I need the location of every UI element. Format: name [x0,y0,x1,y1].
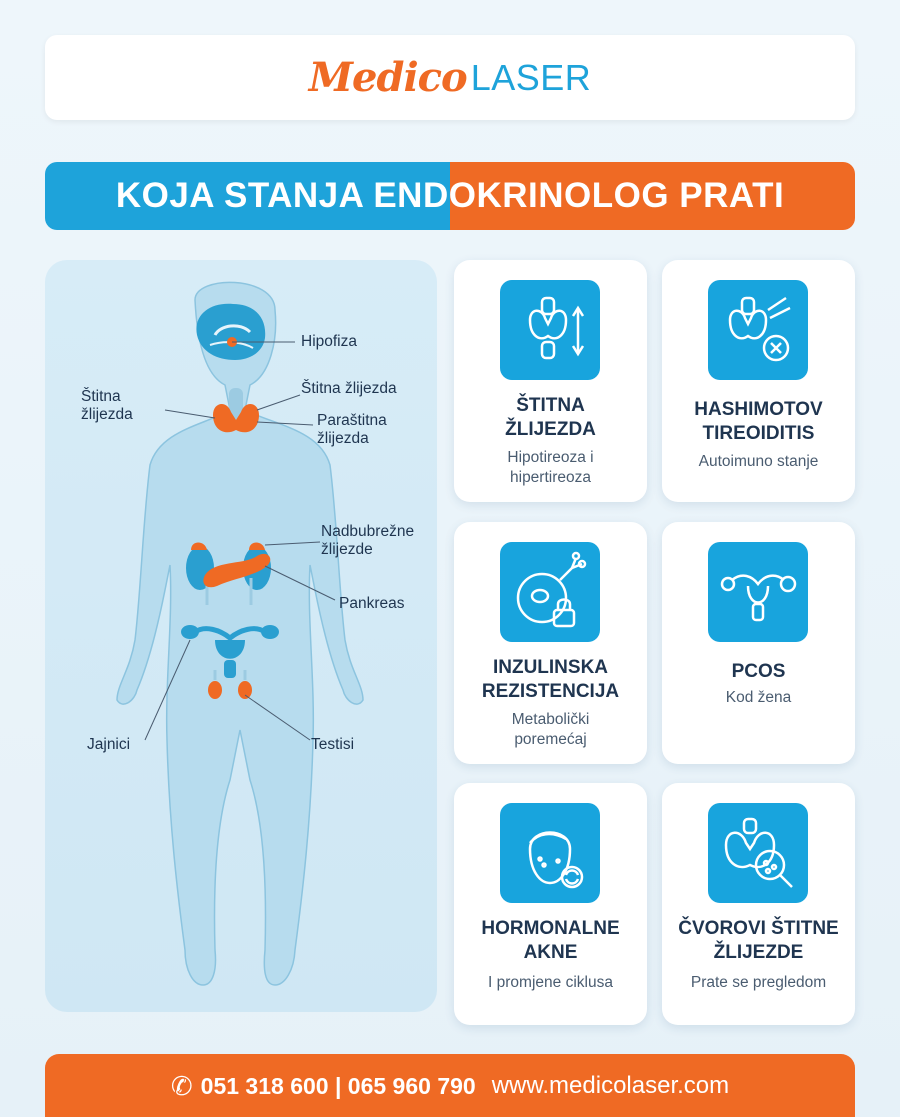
cell-lock-icon [500,542,600,642]
label-hipofiza: Hipofiza [301,333,357,350]
card-subtitle: Prate se pregledom [690,974,827,991]
label-jajnici: Jajnici [87,736,131,753]
testes-icon [208,670,252,699]
label-stitna-left: Štitna žlijezda [81,388,133,423]
card-title: HORMONALNE AKNE [481,918,620,963]
card-subtitle: Metabolički poremećaj [511,711,590,748]
label-pankreas: Pankreas [339,595,405,612]
endocrine-diagram: Hipofiza Štitna žlijezda Štitna žlijezda… [45,260,437,1012]
card-title: HASHIMOTOV TIREOIDITIS [694,399,823,444]
card-title: ŠTITNA ŽLIJEZDA [505,395,596,440]
thyroid-icon [213,388,259,433]
contact-footer: ✆ 051 318 600 | 065 960 790 www.medicola… [45,1054,855,1117]
card-title: INZULINSKA REZISTENCIJA [481,657,620,702]
card-inzulinska-rezistencija: INZULINSKA REZISTENCIJA Metabolički pore… [454,522,647,764]
page-title: KOJA STANJA ENDOKRINOLOG PRATI [115,176,785,215]
card-pcos: PCOS Kod žena [662,522,855,764]
website-link[interactable]: www.medicolaser.com [491,1072,730,1099]
card-cvorovi-stitne: ČVOROVI ŠTITNE ŽLIJEZDE Prate se pregled… [662,783,855,1025]
card-hashimoto: HASHIMOTOV TIREOIDITIS Autoimuno stanje [662,260,855,502]
title-banner: KOJA STANJA ENDOKRINOLOG PRATI [45,162,855,230]
label-parastitna: Paraštitna žlijezda [317,412,387,447]
uterus-icon [708,542,808,642]
phone-icon: ✆ [170,1071,193,1101]
card-subtitle: Kod žena [725,689,792,706]
phone-numbers[interactable]: 051 318 600 | 065 960 790 [200,1073,476,1099]
card-title: ČVOROVI ŠTITNE ŽLIJEZDE [678,918,839,963]
label-nadbubrezne: Nadbubrežne žlijezde [321,523,415,558]
pancreas-icon [203,553,271,588]
thyroid-x-icon [708,280,808,380]
card-stitna-zlijezda: ŠTITNA ŽLIJEZDA Hipotireoza i hipertireo… [454,260,647,502]
card-subtitle: I promjene ciklusa [488,974,613,991]
card-subtitle: Autoimuno stanje [698,453,819,470]
body-illustration [116,281,364,986]
logo-word: LASER [470,56,592,98]
logo-card: Medico LASER [45,35,855,120]
thyroid-magnifier-icon [708,803,808,903]
uterus-icon [181,625,279,678]
card-subtitle: Hipotireoza i hipertireoza [507,449,594,486]
label-stitna-right: Štitna žlijezda [301,380,397,397]
brain-icon [196,303,266,360]
label-testisi: Testisi [311,736,355,753]
face-acne-icon [500,803,600,903]
card-hormonalne-akne: HORMONALNE AKNE I promjene ciklusa [454,783,647,1025]
logo-script: Medico [308,54,468,101]
card-title: PCOS [731,661,786,682]
thyroid-arrows-icon [500,280,600,380]
